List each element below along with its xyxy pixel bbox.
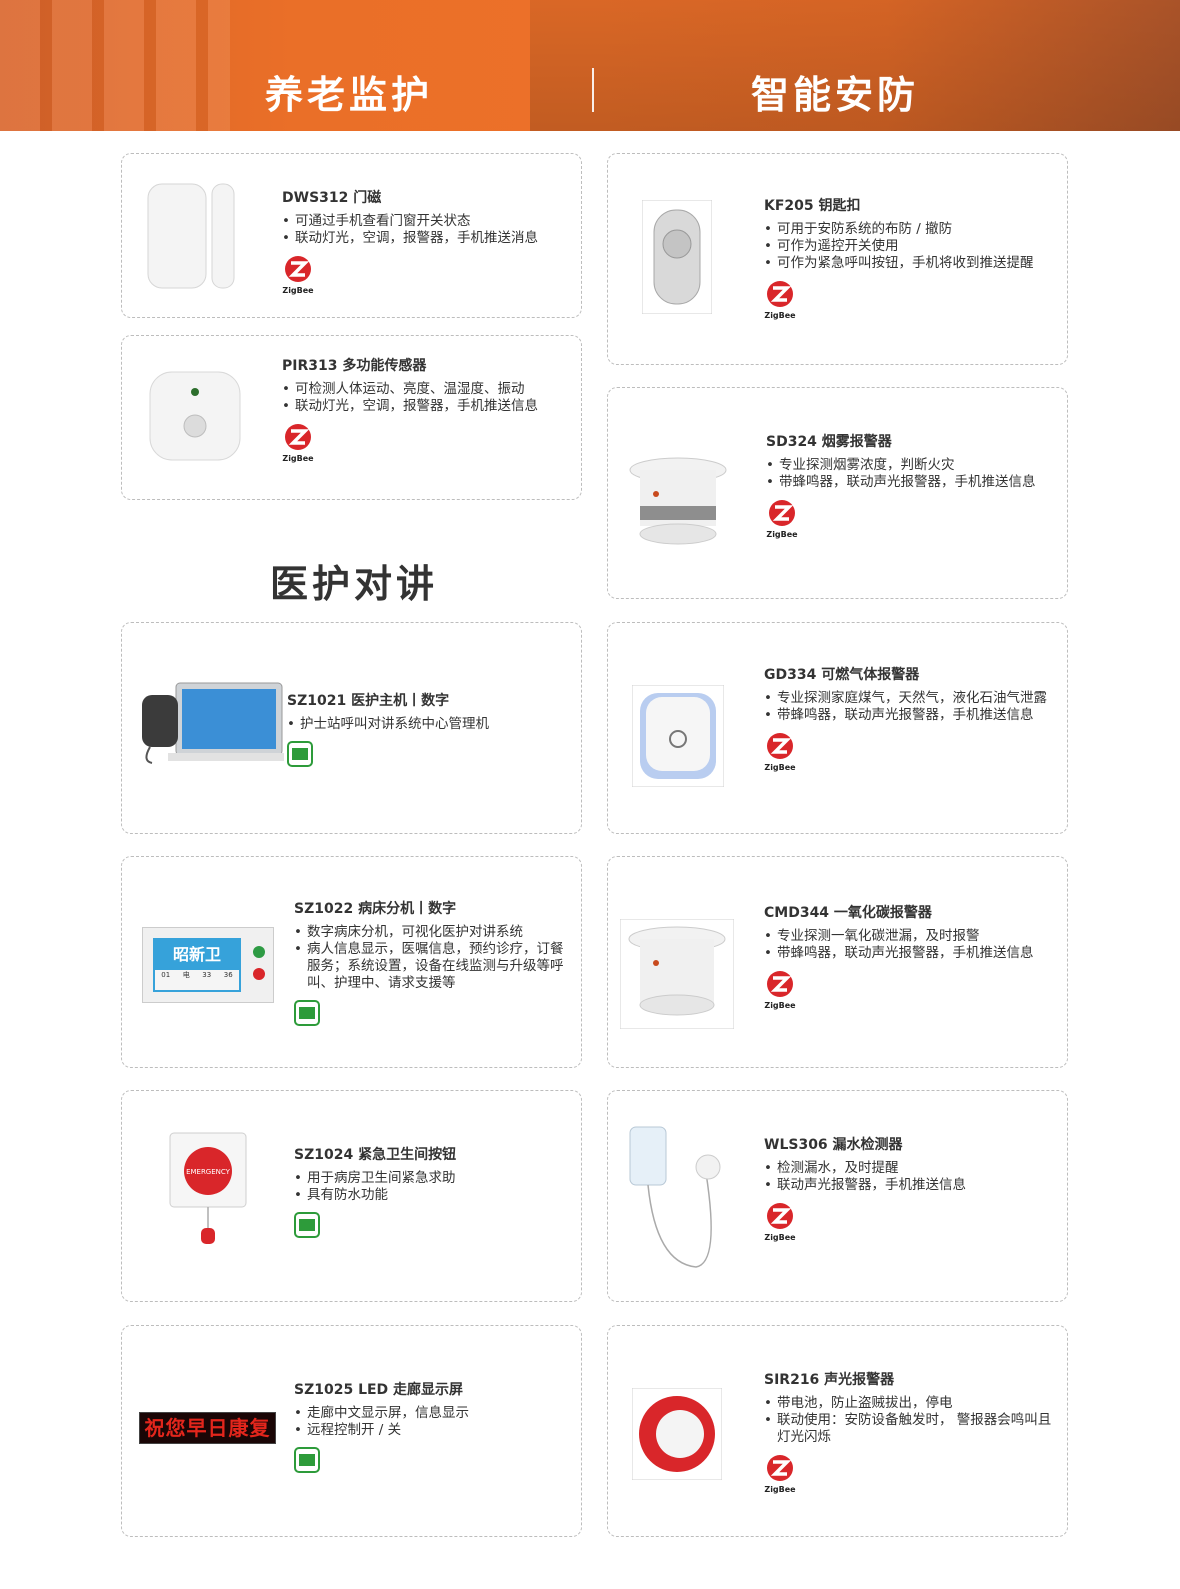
product-card-gd334[interactable]: GD334 可燃气体报警器 专业探测家庭煤气，天然气，液化石油气泄露 带蜂鸣器，… bbox=[607, 622, 1068, 834]
product-card-dws312[interactable]: DWS312 门磁 可通过手机查看门窗开关状态 联动灯光，空调，报警器，手机推送… bbox=[121, 153, 582, 318]
feature-item: 联动灯光，空调，报警器，手机推送信息 bbox=[282, 398, 572, 415]
feature-item: 联动灯光，空调，报警器，手机推送消息 bbox=[282, 230, 572, 247]
svg-text:EMERGENCY: EMERGENCY bbox=[186, 1168, 231, 1176]
product-card-sz1022[interactable]: 昭新卫 01 电 33 36 SZ1022 病床分机丨数字 数字病床分机，可视化… bbox=[121, 856, 582, 1068]
lan-icon bbox=[287, 741, 577, 767]
key-fob-image bbox=[642, 200, 712, 314]
product-name: SZ1024 紧急卫生间按钮 bbox=[294, 1147, 457, 1163]
feature-item: 带蜂鸣器，联动声光报警器，手机推送信息 bbox=[764, 945, 1062, 962]
feature-item: 可作为遥控开关使用 bbox=[764, 238, 1062, 255]
feature-item: 远程控制开 / 关 bbox=[294, 1422, 570, 1439]
nurse-master-station-image bbox=[142, 682, 284, 764]
led-display-image: 祝您早日康复 bbox=[139, 1412, 276, 1444]
feature-item: 带蜂鸣器，联动声光报警器，手机推送信息 bbox=[764, 707, 1062, 724]
feature-item: 联动声光报警器，手机推送信息 bbox=[764, 1177, 1062, 1194]
zigbee-icon: ZigBee bbox=[282, 423, 572, 463]
feature-item: 带蜂鸣器，联动声光报警器，手机推送信息 bbox=[766, 474, 1062, 491]
product-name: SIR216 声光报警器 bbox=[764, 1372, 895, 1388]
feature-item: 可通过手机查看门窗开关状态 bbox=[282, 213, 572, 230]
feature-item: 检测漏水，及时提醒 bbox=[764, 1160, 1062, 1177]
bedside-terminal-image: 昭新卫 01 电 33 36 bbox=[142, 927, 274, 1003]
section-title-nurse-intercom: 医护对讲 bbox=[270, 562, 439, 606]
lan-icon bbox=[294, 1212, 570, 1238]
product-name: SZ1021 医护主机丨数字 bbox=[287, 693, 450, 709]
feature-item: 护士站呼叫对讲系统中心管理机 bbox=[287, 716, 577, 733]
zigbee-icon: ZigBee bbox=[766, 499, 1062, 539]
emergency-button-image: EMERGENCY bbox=[169, 1132, 247, 1244]
product-name: GD334 可燃气体报警器 bbox=[764, 667, 920, 683]
product-name: KF205 钥匙扣 bbox=[764, 198, 861, 214]
product-card-wls306[interactable]: WLS306 漏水检测器 检测漏水，及时提醒 联动声光报警器，手机推送信息 Zi… bbox=[607, 1090, 1068, 1302]
zigbee-icon: ZigBee bbox=[764, 970, 1062, 1010]
motion-sensor-image bbox=[149, 371, 241, 461]
water-leak-detector-image bbox=[629, 1126, 721, 1268]
feature-item: 可用于安防系统的布防 / 撤防 bbox=[764, 221, 1062, 238]
zigbee-icon: ZigBee bbox=[764, 732, 1062, 772]
lan-icon bbox=[294, 1447, 570, 1473]
feature-item: 专业探测一氧化碳泄漏，及时报警 bbox=[764, 928, 1062, 945]
product-name: CMD344 一氧化碳报警器 bbox=[764, 905, 932, 921]
terminal-screen-name: 昭新卫 bbox=[172, 945, 221, 964]
product-card-sz1021[interactable]: SZ1021 医护主机丨数字 护士站呼叫对讲系统中心管理机 bbox=[121, 622, 582, 834]
feature-item: 可作为紧急呼叫按钮，手机将收到推送提醒 bbox=[764, 255, 1062, 272]
feature-item: 专业探测烟雾浓度，判断火灾 bbox=[766, 457, 1062, 474]
smoke-detector-image bbox=[629, 457, 727, 545]
banner-divider bbox=[592, 68, 594, 112]
lan-icon bbox=[294, 1000, 570, 1026]
svg-text:ZigBee: ZigBee bbox=[766, 530, 798, 539]
svg-text:ZigBee: ZigBee bbox=[764, 1485, 796, 1494]
gas-detector-image bbox=[632, 685, 724, 787]
feature-item: 走廊中文显示屏，信息显示 bbox=[294, 1405, 570, 1422]
feature-item: 专业探测家庭煤气，天然气，液化石油气泄露 bbox=[764, 690, 1062, 707]
svg-text:ZigBee: ZigBee bbox=[282, 286, 314, 295]
co-detector-image bbox=[620, 919, 734, 1029]
zigbee-icon: ZigBee bbox=[764, 280, 1062, 320]
feature-item: 可检测人体运动、亮度、温湿度、振动 bbox=[282, 381, 572, 398]
svg-text:ZigBee: ZigBee bbox=[764, 763, 796, 772]
feature-item: 带电池，防止盗贼拔出，停电 bbox=[764, 1395, 1062, 1412]
product-name: SD324 烟雾报警器 bbox=[766, 434, 892, 450]
siren-alarm-image bbox=[632, 1388, 722, 1480]
feature-item: 用于病房卫生间紧急求助 bbox=[294, 1170, 570, 1187]
product-name: DWS312 门磁 bbox=[282, 190, 382, 206]
product-card-kf205[interactable]: KF205 钥匙扣 可用于安防系统的布防 / 撤防 可作为遥控开关使用 可作为紧… bbox=[607, 153, 1068, 365]
product-card-pir313[interactable]: PIR313 多功能传感器 可检测人体运动、亮度、温湿度、振动 联动灯光，空调，… bbox=[121, 335, 582, 500]
feature-item: 病人信息显示，医嘱信息，预约诊疗，订餐服务；系统设置，设备在线监测与升级等呼叫、… bbox=[294, 941, 570, 992]
feature-item: 具有防水功能 bbox=[294, 1187, 570, 1204]
product-name: SZ1025 LED 走廊显示屏 bbox=[294, 1382, 464, 1398]
product-card-sir216[interactable]: SIR216 声光报警器 带电池，防止盗贼拔出，停电 联动使用：安防设备触发时，… bbox=[607, 1325, 1068, 1537]
terminal-screen: 昭新卫 01 电 33 36 bbox=[153, 938, 241, 992]
svg-text:ZigBee: ZigBee bbox=[764, 1001, 796, 1010]
feature-item: 联动使用：安防设备触发时， 警报器会鸣叫且灯光闪烁 bbox=[764, 1412, 1062, 1446]
banner-texture-right bbox=[530, 0, 1180, 131]
product-name: PIR313 多功能传感器 bbox=[282, 358, 427, 374]
banner-texture-left bbox=[0, 0, 230, 131]
door-sensor-image bbox=[147, 183, 235, 289]
product-card-sd324[interactable]: SD324 烟雾报警器 专业探测烟雾浓度，判断火灾 带蜂鸣器，联动声光报警器，手… bbox=[607, 387, 1068, 599]
header-banner: 养老监护 智能安防 bbox=[0, 0, 1180, 131]
product-card-sz1025[interactable]: 祝您早日康复 SZ1025 LED 走廊显示屏 走廊中文显示屏，信息显示 远程控… bbox=[121, 1325, 582, 1537]
zigbee-icon: ZigBee bbox=[282, 255, 572, 295]
zigbee-icon: ZigBee bbox=[764, 1454, 1062, 1494]
product-card-sz1024[interactable]: EMERGENCY SZ1024 紧急卫生间按钮 用于病房卫生间紧急求助 具有防… bbox=[121, 1090, 582, 1302]
product-card-cmd344[interactable]: CMD344 一氧化碳报警器 专业探测一氧化碳泄漏，及时报警 带蜂鸣器，联动声光… bbox=[607, 856, 1068, 1068]
feature-item: 数字病床分机，可视化医护对讲系统 bbox=[294, 924, 570, 941]
zigbee-icon: ZigBee bbox=[764, 1202, 1062, 1242]
product-name: WLS306 漏水检测器 bbox=[764, 1137, 903, 1153]
svg-text:ZigBee: ZigBee bbox=[764, 311, 796, 320]
svg-text:ZigBee: ZigBee bbox=[764, 1233, 796, 1242]
section-title-smart-security: 智能安防 bbox=[751, 73, 920, 117]
svg-text:ZigBee: ZigBee bbox=[282, 454, 314, 463]
section-title-elderly-care: 养老监护 bbox=[265, 73, 434, 117]
product-name: SZ1022 病床分机丨数字 bbox=[294, 901, 457, 917]
